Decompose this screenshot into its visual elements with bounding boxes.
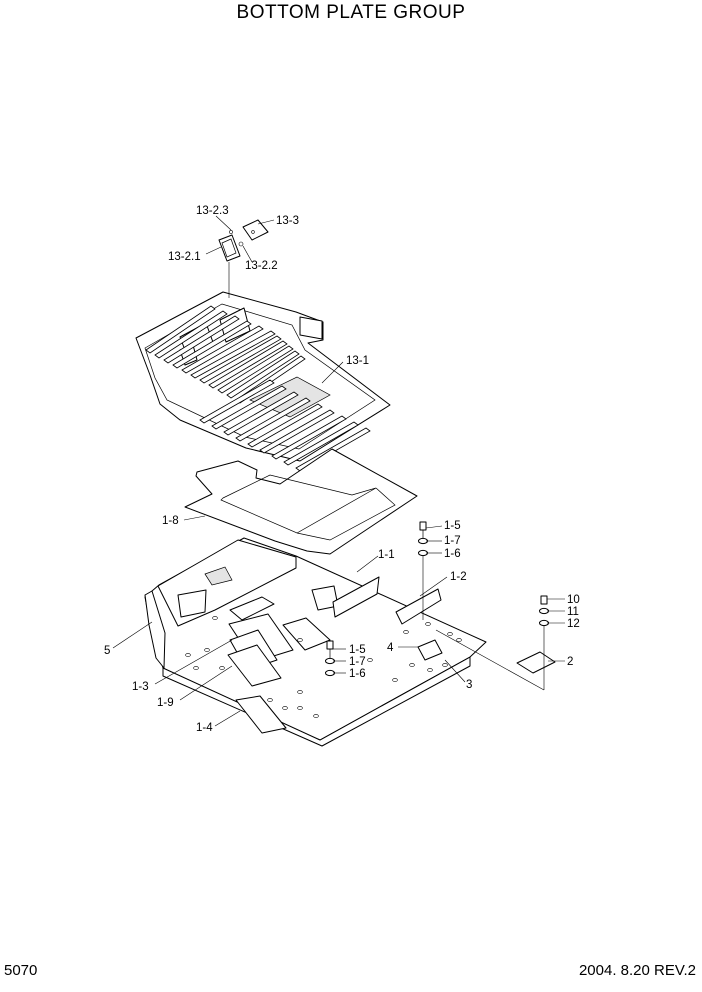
callout-13-1: 13-1 xyxy=(346,355,369,367)
callout-1-2: 1-2 xyxy=(450,571,467,583)
mounting-hole xyxy=(409,663,415,667)
mounting-hole xyxy=(313,714,319,718)
callout-13-2-3: 13-2.3 xyxy=(196,205,229,217)
mounting-hole xyxy=(219,666,225,670)
callout-3: 3 xyxy=(466,679,472,691)
mat-rib-slot xyxy=(181,325,264,374)
callout-1-9: 1-9 xyxy=(157,697,174,709)
callout-1-1: 1-1 xyxy=(378,549,395,561)
mat-rib-slot xyxy=(172,320,252,369)
mat-rib-slot xyxy=(190,330,276,379)
mounting-hole xyxy=(267,698,273,702)
page-number: 5070 xyxy=(4,962,38,979)
mat-rib-slot xyxy=(145,305,216,354)
mounting-hole xyxy=(193,666,199,670)
mounting-hole xyxy=(425,622,431,626)
callout-13-3: 13-3 xyxy=(276,215,299,227)
mounting-hole xyxy=(297,706,303,710)
mounting-hole xyxy=(392,678,398,682)
mounting-hole xyxy=(212,616,218,620)
base-plate xyxy=(144,537,556,747)
mat-rib-slot xyxy=(223,391,299,436)
callout-5: 5 xyxy=(104,645,110,657)
mounting-hole xyxy=(297,638,303,642)
leader-lines xyxy=(112,215,565,727)
cup-holder-parts xyxy=(218,219,269,262)
callout-1-5-upper: 1-5 xyxy=(444,520,461,532)
mounting-hole xyxy=(447,632,453,636)
mounting-hole xyxy=(185,653,191,657)
page-title: BOTTOM PLATE GROUP xyxy=(236,2,466,23)
mounting-hole xyxy=(427,668,433,672)
mat-rib-slot xyxy=(283,421,359,466)
mat-rib-slot xyxy=(259,409,335,454)
callout-1-5-lower: 1-5 xyxy=(349,644,366,656)
mounting-hole xyxy=(297,690,303,694)
callout-4: 4 xyxy=(387,642,394,654)
mat-rib-slot xyxy=(208,340,288,389)
mat-rib-slot xyxy=(247,403,323,448)
mat-rib-slot xyxy=(235,397,311,442)
mat-rib-slot xyxy=(271,415,347,460)
base-plate-holes xyxy=(185,616,462,718)
mat-rib-slot xyxy=(199,379,275,424)
callout-1-7-upper: 1-7 xyxy=(444,535,461,547)
callout-1-6-upper: 1-6 xyxy=(444,548,461,560)
mounting-hole xyxy=(204,648,210,652)
mat-rib-slot xyxy=(154,310,228,359)
mat-rib-slot xyxy=(199,335,282,384)
callout-2: 2 xyxy=(567,656,573,668)
mounting-hole xyxy=(282,706,288,710)
mat-rib-slot xyxy=(163,315,240,364)
callout-13-2-1: 13-2.1 xyxy=(168,251,201,263)
callout-11: 11 xyxy=(567,606,579,618)
mounting-hole xyxy=(442,663,448,667)
mat-rib-slot xyxy=(226,350,300,399)
callout-1-7-lower: 1-7 xyxy=(349,656,366,668)
mounting-hole xyxy=(367,658,373,662)
callout-12: 12 xyxy=(567,618,580,630)
callout-1-4: 1-4 xyxy=(196,722,213,734)
revision-date: 2004. 8.20 REV.2 xyxy=(578,962,696,979)
mounting-hole xyxy=(403,630,409,634)
callout-1-8: 1-8 xyxy=(162,515,179,527)
mounting-hole xyxy=(456,638,462,642)
callout-1-3: 1-3 xyxy=(132,681,149,693)
mat-rib-slot xyxy=(217,345,294,394)
callout-labels: 13-2.3 13-3 13-2.1 13-2.2 13-1 1-8 1-5 1… xyxy=(104,205,580,734)
callout-1-6-lower: 1-6 xyxy=(349,668,366,680)
mat-rib-slot xyxy=(211,385,287,430)
callout-13-2-2: 13-2.2 xyxy=(245,260,278,272)
floor-cover-sheet xyxy=(184,448,418,555)
callout-10: 10 xyxy=(567,594,580,606)
